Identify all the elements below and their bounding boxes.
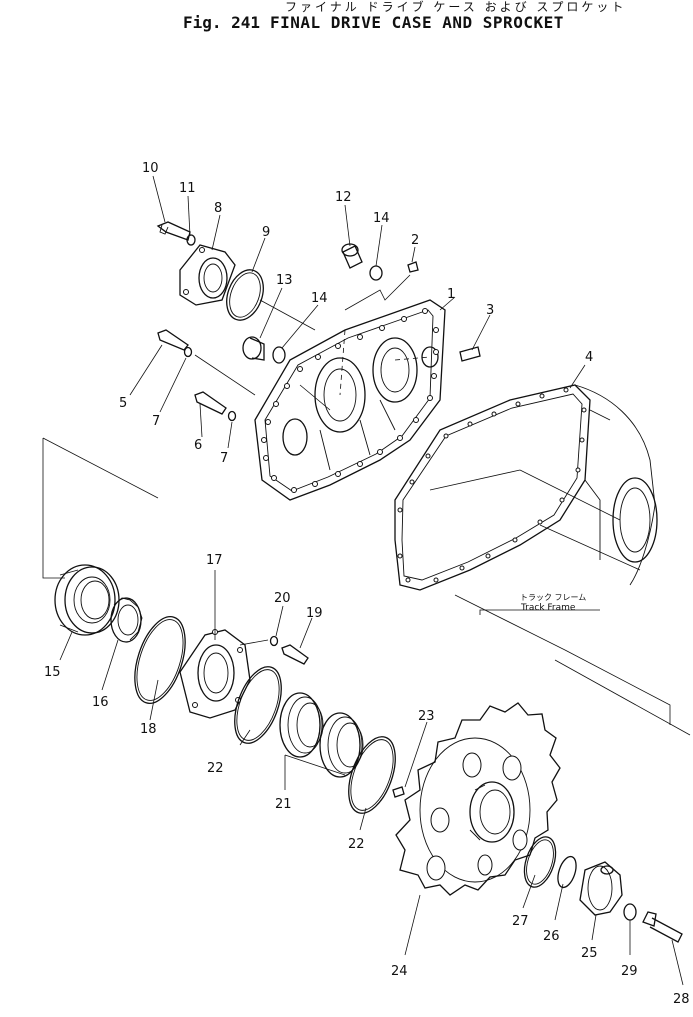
callout-10: 10 xyxy=(142,161,159,176)
callout-14b: 14 xyxy=(311,291,328,306)
callout-22a: 22 xyxy=(207,761,224,776)
callout-13: 13 xyxy=(276,273,293,288)
gasket-bolt-holes xyxy=(397,387,587,583)
callout-15: 15 xyxy=(44,665,61,680)
figure-title: FINAL DRIVE CASE AND SPROCKET xyxy=(270,13,564,32)
leader-lines-lower xyxy=(59,570,684,986)
callout-4: 4 xyxy=(585,350,593,365)
callout-1: 1 xyxy=(447,287,455,302)
callout-29: 29 xyxy=(621,964,638,979)
callout-2: 2 xyxy=(411,233,419,248)
callout-18: 18 xyxy=(140,722,157,737)
callout-12: 12 xyxy=(335,190,352,205)
callout-28: 28 xyxy=(673,992,690,1007)
reference-brackets xyxy=(42,437,691,736)
track-frame-label-jp: トラック フレーム xyxy=(520,593,586,602)
title-japanese: ファイナル ドライブ ケース および スプロケット xyxy=(285,0,627,14)
callout-19: 19 xyxy=(306,606,323,621)
callout-14a: 14 xyxy=(373,211,390,226)
case-bolts xyxy=(157,329,237,422)
callout-22b: 22 xyxy=(348,837,365,852)
callout-8: 8 xyxy=(214,201,222,216)
callout-7b: 7 xyxy=(220,451,228,466)
leader-lines xyxy=(129,175,586,449)
track-frame-label-en: Track Frame xyxy=(520,603,576,613)
callout-27: 27 xyxy=(512,914,529,929)
callout-25: 25 xyxy=(581,946,598,961)
callout-7a: 7 xyxy=(152,414,160,429)
callout-numbers: 1 2 3 4 5 6 7 7 8 9 10 11 12 13 14 14 15… xyxy=(44,161,690,1007)
callout-20: 20 xyxy=(274,591,291,606)
callout-3: 3 xyxy=(486,303,494,318)
callout-11: 11 xyxy=(179,181,196,196)
callout-17: 17 xyxy=(206,553,223,568)
bearing-and-seal-group xyxy=(54,564,396,814)
callout-26: 26 xyxy=(543,929,560,944)
callout-21: 21 xyxy=(275,797,292,812)
plugs-and-pins xyxy=(242,243,481,364)
gasket-and-track-frame xyxy=(394,384,658,591)
callout-5: 5 xyxy=(119,396,127,411)
callout-9: 9 xyxy=(262,225,270,240)
case-bolt-holes xyxy=(261,308,439,493)
callout-23: 23 xyxy=(418,709,435,724)
sprocket-group xyxy=(392,702,683,943)
cover-assembly xyxy=(156,221,264,321)
final-drive-case xyxy=(254,299,446,501)
callout-6: 6 xyxy=(194,438,202,453)
callout-16: 16 xyxy=(92,695,109,710)
figure-number: Fig. 241 xyxy=(183,13,261,32)
callout-24: 24 xyxy=(391,964,408,979)
